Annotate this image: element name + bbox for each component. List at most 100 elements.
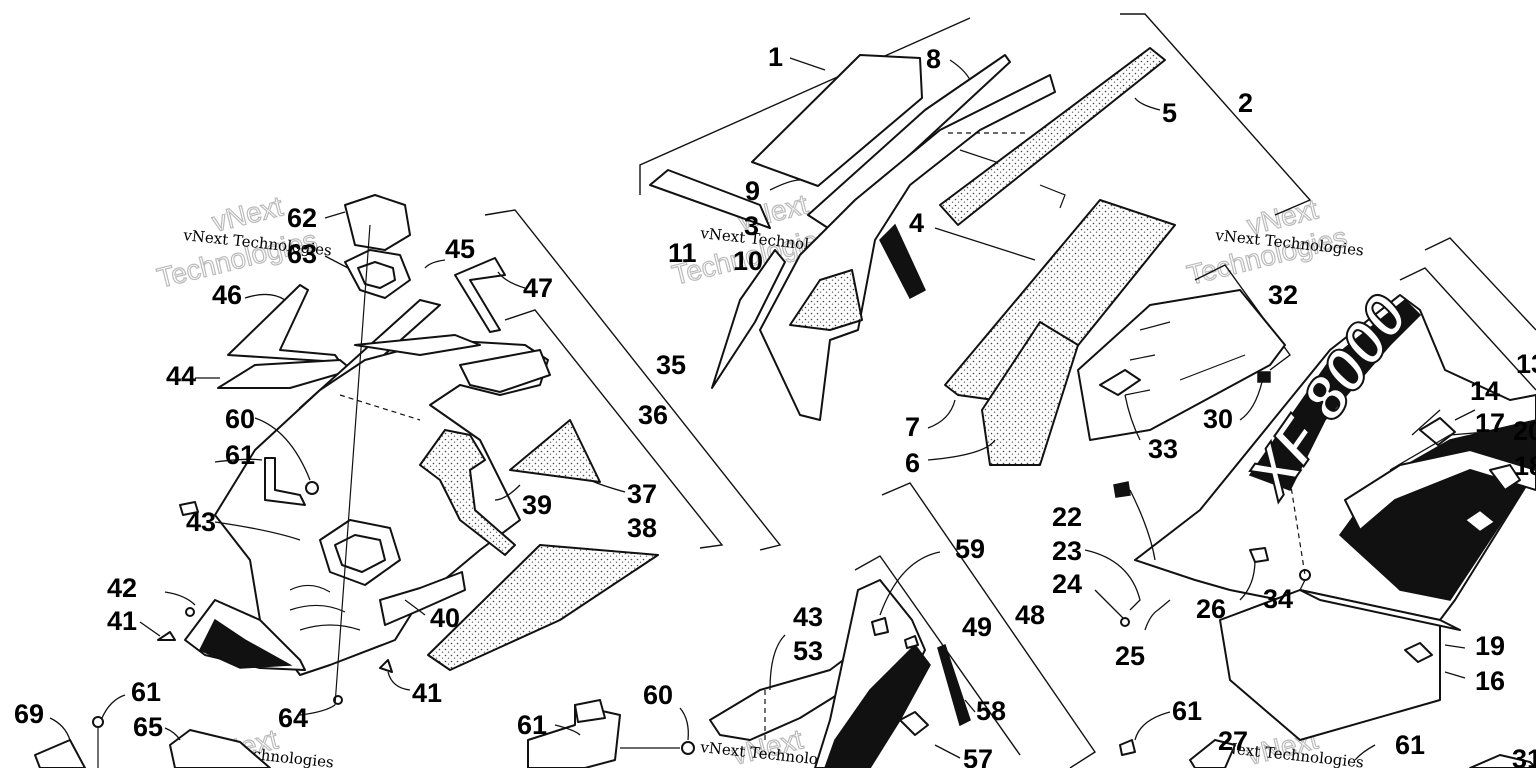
callout-34: 34 — [1263, 584, 1293, 614]
lead-23 — [1084, 549, 1141, 611]
bracket-60 — [264, 457, 306, 506]
clip-30 — [1257, 371, 1271, 383]
lead-9 — [769, 179, 801, 191]
lower-center-assembly — [527, 551, 976, 768]
part-69 — [34, 739, 86, 768]
callout-9: 9 — [745, 176, 760, 206]
callout-4: 4 — [909, 208, 924, 238]
callout-7: 7 — [905, 412, 920, 442]
bracket-36 — [504, 309, 724, 549]
left-assembly — [139, 194, 659, 716]
lead-26 — [1239, 559, 1256, 601]
belly-pan-top — [354, 334, 481, 356]
rivet-61-bottom-right — [1119, 739, 1136, 756]
lead-69 — [49, 717, 71, 741]
lead-58 — [964, 699, 976, 713]
lead-19 — [1444, 644, 1466, 649]
callout-17: 17 — [1475, 408, 1505, 438]
callout-30: 30 — [1203, 404, 1233, 434]
callout-62: 62 — [287, 203, 317, 233]
lead-45 — [424, 259, 446, 269]
screw-41-right — [379, 659, 393, 673]
decal-15 — [1464, 509, 1496, 533]
part-31 — [1469, 754, 1536, 768]
washer-60 — [305, 481, 319, 495]
lead-30 — [1239, 381, 1263, 421]
callout-43: 43 — [186, 507, 216, 537]
belly-pan-lower-lip — [379, 571, 466, 626]
bracket-2 — [1120, 13, 1312, 216]
lead-59 — [879, 551, 941, 616]
callout-37: 37 — [627, 479, 657, 509]
callout-61-bottom-left: 61 — [131, 677, 161, 707]
bottom-small-parts — [34, 694, 1536, 768]
lead-16 — [1444, 671, 1466, 679]
lead-42 — [164, 591, 196, 606]
part-22 — [1113, 481, 1131, 498]
lead-5 — [1134, 97, 1161, 111]
bracket-lower-61 — [527, 704, 621, 768]
lead-33 — [1124, 394, 1141, 441]
decal-9 — [751, 54, 923, 187]
decal-3 — [649, 169, 771, 229]
part-65 — [169, 729, 271, 768]
panel-side-dark — [824, 643, 931, 768]
lead-37 — [589, 479, 626, 493]
belly-pan — [214, 339, 549, 676]
callout-47: 47 — [523, 273, 553, 303]
callout-1: 1 — [768, 42, 783, 72]
lead-41-left — [139, 621, 161, 637]
bracket-13a — [1399, 267, 1536, 391]
lead-64 — [299, 704, 336, 716]
lead-24 — [1094, 589, 1126, 621]
callout-26: 26 — [1196, 594, 1226, 624]
lead-20 — [1389, 429, 1511, 471]
callout-65: 65 — [133, 712, 163, 742]
callout-41-right: 41 — [412, 678, 442, 708]
lead-60 — [254, 417, 311, 481]
belly-pan-dash — [339, 394, 421, 421]
inner-panel-32 — [1077, 289, 1286, 441]
decal-18 — [1489, 464, 1521, 491]
callout-61-bottom-far: 61 — [1395, 730, 1425, 760]
screw-41-left — [157, 631, 176, 641]
lead-61-bottom-right — [1134, 711, 1171, 741]
lead-41-right — [387, 671, 411, 691]
axis-line-gasket — [334, 224, 371, 706]
bracket-35 — [484, 209, 782, 551]
callout-49: 49 — [962, 612, 992, 642]
decal-44 — [217, 359, 353, 389]
lead-60-lower — [679, 707, 689, 741]
nose-assembly — [649, 47, 1176, 466]
decal-16 — [1404, 642, 1433, 663]
callout-23: 23 — [1052, 536, 1082, 566]
lead-47 — [497, 271, 526, 289]
side-panel-assembly: XF 8000 — [1077, 282, 1536, 741]
rivet-61 — [179, 501, 199, 516]
callout-6: 6 — [905, 448, 920, 478]
belly-pan-front — [459, 349, 551, 393]
hood-foam-10 — [789, 269, 863, 331]
lead-14 — [1411, 409, 1441, 436]
callout-69: 69 — [14, 699, 44, 729]
lead-61 — [214, 458, 263, 463]
lead-7 — [927, 399, 956, 429]
callout-19: 19 — [1475, 631, 1505, 661]
callout-8: 8 — [926, 44, 941, 74]
lead-61-bottom-far — [1354, 744, 1376, 761]
decal-stripe-white — [1344, 449, 1536, 531]
lead-65 — [164, 727, 181, 741]
bracket-lower-tab — [574, 699, 606, 723]
inner-panel-lines — [1124, 321, 1246, 396]
lead-46 — [244, 293, 286, 301]
clip-59a — [871, 617, 889, 636]
foam-38 — [427, 544, 659, 671]
callout-58: 58 — [976, 696, 1006, 726]
lead-40 — [404, 599, 426, 616]
decal-47 — [454, 257, 506, 333]
callout-61-lower: 61 — [517, 710, 547, 740]
lead-34 — [1299, 579, 1306, 591]
callout-39: 39 — [522, 490, 552, 520]
lead-57 — [934, 744, 961, 759]
